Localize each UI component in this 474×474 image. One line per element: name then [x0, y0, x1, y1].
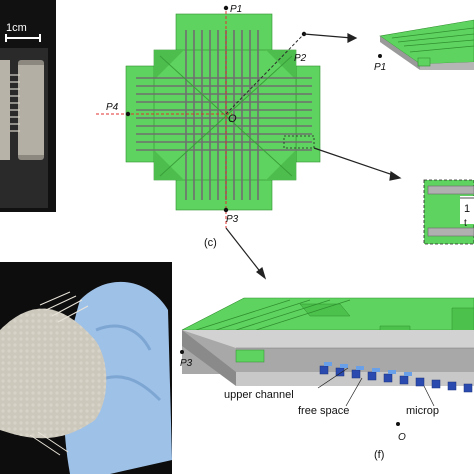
point-p3-label: P3 [226, 214, 239, 225]
free-space-label: free space [298, 405, 349, 417]
inset-text-1: 1 [464, 203, 470, 215]
section-p1-label: P1 [374, 62, 386, 73]
glove-photo [0, 262, 172, 474]
scale-label: 1cm [6, 22, 27, 34]
upper-channel-label: upper channel [224, 389, 294, 401]
section-origin-label: O [398, 432, 406, 443]
section-p3-label: P3 [180, 358, 193, 369]
inset-text-2: t [464, 218, 467, 229]
section-view-p1: P1 [374, 19, 474, 73]
point-p2-label: P2 [294, 53, 307, 64]
panel-label-f: (f) [374, 449, 384, 461]
inset-region-box [283, 135, 315, 149]
panel-label-c: (c) [204, 237, 217, 249]
micro-label: microp [406, 405, 439, 417]
device-photo-top: 1cm [0, 0, 56, 212]
section-view-p3: P3 O upper channel free space microp (f) [180, 297, 474, 461]
top-view-diagram: P1 P2 P4 P3 O (c) [96, 4, 321, 249]
point-p4-label: P4 [106, 102, 119, 113]
origin-label: O [228, 113, 237, 125]
section-line-p2 [225, 33, 305, 115]
callout-arrows [225, 33, 402, 280]
channel-detail-inset: 1 t [423, 179, 474, 245]
point-p1-label: P1 [230, 4, 242, 15]
